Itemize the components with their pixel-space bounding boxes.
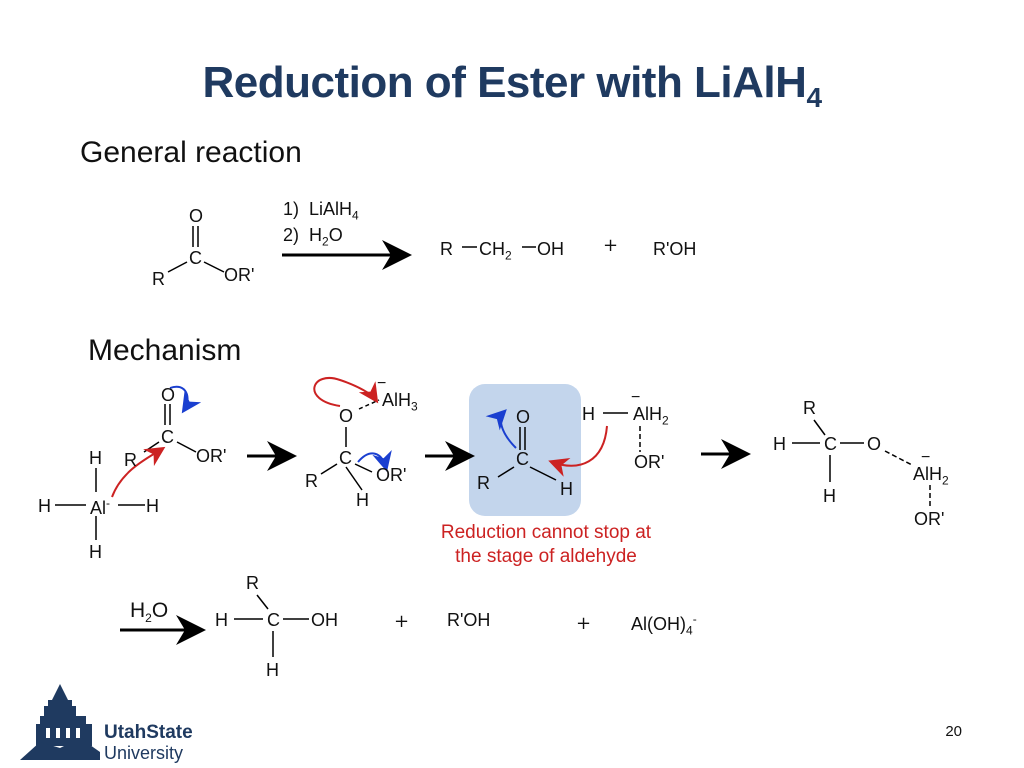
s1-h-top: H xyxy=(89,448,102,468)
s1-r: R xyxy=(124,450,137,470)
s1-h-bottom: H xyxy=(89,542,102,562)
s1-o: O xyxy=(161,385,176,405)
plus-sign: + xyxy=(603,235,619,256)
ester-c: C xyxy=(189,248,202,268)
product-r: R xyxy=(440,239,453,259)
s3-h-al: H xyxy=(582,404,595,424)
page-number: 20 xyxy=(945,723,962,740)
section-mechanism: Mechanism xyxy=(88,334,242,367)
step1-bonds xyxy=(55,404,197,540)
s1-c: C xyxy=(161,427,174,447)
step2-blue-arrow xyxy=(357,450,392,472)
ester-or: OR' xyxy=(224,265,255,285)
s4-o: O xyxy=(867,434,882,454)
workup-aloh4: Al(OH)4- xyxy=(631,612,697,638)
product-oh: OH xyxy=(537,239,564,259)
workup-plus-2: + xyxy=(576,613,592,634)
s4-c: C xyxy=(824,434,837,454)
s4-or: OR' xyxy=(914,509,945,529)
workup-bonds xyxy=(234,594,309,657)
s3-or: OR' xyxy=(634,452,665,472)
step3-bonds xyxy=(497,412,641,481)
product-rprime-oh: R'OH xyxy=(653,239,697,259)
s4-h-bottom: H xyxy=(823,486,836,506)
s1-or: OR' xyxy=(196,446,227,466)
wp-h-bottom: H xyxy=(266,660,279,680)
s2-c: C xyxy=(339,448,352,468)
workup-plus-1: + xyxy=(394,611,410,632)
step4-bonds xyxy=(792,419,931,508)
ester-bonds xyxy=(167,226,225,273)
s2-or: OR' xyxy=(376,465,407,485)
s1-h-right: H xyxy=(146,496,159,516)
s3-r: R xyxy=(477,473,490,493)
logo-line2: University xyxy=(104,743,184,763)
s3-c: C xyxy=(516,449,529,469)
slide-title: Reduction of Ester with LiAlH4 xyxy=(0,58,1024,114)
s4-charge: − xyxy=(921,449,931,466)
workup-rprime-oh: R'OH xyxy=(447,610,491,630)
title-subscript: 4 xyxy=(806,81,822,113)
s3-o: O xyxy=(516,407,531,427)
title-text: Reduction of Ester with LiAlH xyxy=(202,58,807,107)
workup-reagent: H2O xyxy=(130,599,169,626)
section-general-reaction: General reaction xyxy=(80,136,302,169)
step2-bonds xyxy=(320,399,380,491)
wp-r: R xyxy=(246,573,259,593)
s2-h: H xyxy=(356,490,369,510)
s2-charge: − xyxy=(377,375,387,392)
wp-h-left: H xyxy=(215,610,228,630)
s1-al: Al- xyxy=(90,496,111,518)
ester-o: O xyxy=(189,206,204,226)
condition-step1: 1) LiAlH4 xyxy=(283,199,359,223)
s4-r: R xyxy=(803,398,816,418)
aldehyde-note: Reduction cannot stop at the stage of al… xyxy=(440,522,652,567)
step1-red-arrow xyxy=(111,446,166,498)
condition-step2: 2) H2O xyxy=(283,225,343,249)
s1-h-left: H xyxy=(38,496,51,516)
s4-h: H xyxy=(773,434,786,454)
step2-red-arrow xyxy=(313,377,379,407)
s2-o: O xyxy=(339,406,354,426)
step1-blue-arrow xyxy=(169,385,202,414)
step3-red-arrow xyxy=(548,425,608,477)
ester-r: R xyxy=(152,269,165,289)
s4-alh2: AlH2 xyxy=(913,464,949,488)
s2-r: R xyxy=(305,471,318,491)
wp-oh: OH xyxy=(311,610,338,630)
s3-h: H xyxy=(560,479,573,499)
step3-blue-arrow xyxy=(485,409,517,449)
s3-alh2: AlH2 xyxy=(633,404,669,428)
logo-line1: UtahState xyxy=(104,722,193,743)
s2-alh3: AlH3 xyxy=(382,390,418,414)
s3-charge: − xyxy=(631,389,641,406)
wp-c: C xyxy=(267,610,280,630)
product-ch2: CH2 xyxy=(479,239,512,263)
university-building-icon xyxy=(20,684,100,760)
